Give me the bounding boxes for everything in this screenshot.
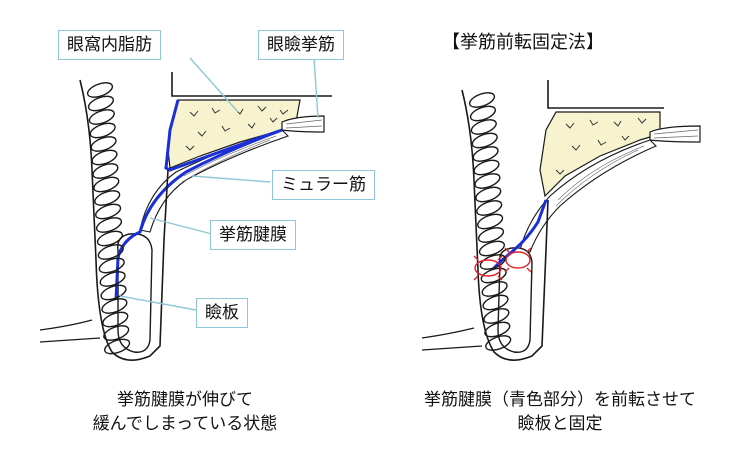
- right-caption-line-2: 瞼板と固定: [517, 414, 603, 434]
- leader-tarsus: [119, 295, 197, 311]
- orbicularis-loop: [100, 284, 127, 301]
- right-orbit-outline: [547, 80, 664, 109]
- orbicularis-loop: [473, 159, 500, 176]
- orbicularis-loop: [484, 321, 511, 338]
- orbicularis-loop: [468, 92, 496, 108]
- label-tarsus: 瞼板: [196, 298, 248, 328]
- leader-lines: [119, 57, 319, 311]
- orbicularis-loop: [101, 298, 128, 314]
- orbicularis-loop: [477, 213, 504, 230]
- orbicularis-loop: [95, 203, 122, 220]
- orbicularis-loop: [94, 190, 121, 206]
- orbicularis-loop: [104, 338, 131, 355]
- label-levator-aponeurosis: 挙筋腱膜: [210, 220, 296, 250]
- orbicularis-loop: [92, 163, 119, 179]
- orbicularis-loop: [477, 227, 505, 243]
- right-fat-texture: [555, 117, 647, 175]
- orbicularis-loop: [474, 173, 501, 189]
- orbicularis-loop: [98, 257, 125, 274]
- right-sutures: [473, 247, 532, 281]
- orbicularis-loop: [483, 308, 510, 324]
- right-orbicularis-loops: [468, 92, 512, 351]
- right-eyelid-diagram: [421, 80, 701, 361]
- orbicularis-loop: [469, 105, 496, 122]
- orbicularis-loop: [471, 132, 498, 149]
- orbicularis-loop: [475, 186, 502, 203]
- left-tarsus: [117, 233, 153, 353]
- right-caption-line-1: 挙筋腱膜（青色部分）を前転させて: [424, 390, 696, 410]
- right-levator-aponeurosis: [492, 199, 548, 270]
- orbicularis-loop: [485, 335, 512, 351]
- right-diagram-title: 【挙筋前転固定法】: [442, 32, 604, 53]
- orbicularis-loop: [102, 311, 129, 328]
- right-muller-muscle: [519, 139, 657, 253]
- right-skin-outline: [461, 89, 549, 361]
- orbicularis-loop: [481, 281, 508, 297]
- orbicularis-loop: [88, 109, 115, 125]
- left-eyelid-diagram: [39, 72, 332, 361]
- orbicularis-loop: [478, 240, 505, 257]
- orbicularis-loop: [91, 149, 118, 166]
- orbicularis-loop: [472, 146, 499, 162]
- left-caption-line-2: 緩んでしまっている状態: [92, 414, 278, 434]
- label-orbital-fat: 眼窩内脂肪: [58, 30, 161, 60]
- left-levator-aponeurosis: [114, 99, 283, 301]
- label-levator-muscle: 眼瞼挙筋: [258, 30, 344, 60]
- leader-aponeurosis: [149, 217, 213, 235]
- left-caption: 挙筋腱膜が伸びて 緩んでしまっている状態: [40, 388, 330, 436]
- leader-muller-muscle: [191, 175, 271, 183]
- orbicularis-loop: [90, 136, 117, 152]
- orbicularis-loop: [99, 271, 126, 287]
- orbicularis-loop: [479, 254, 506, 270]
- orbicularis-loop: [96, 230, 123, 247]
- right-orbital-fat: [539, 111, 661, 198]
- left-orbicularis-loops: [86, 82, 131, 355]
- leader-levator-muscle: [313, 57, 319, 119]
- orbicularis-loop: [482, 294, 509, 311]
- left-skin-outline: [79, 79, 169, 361]
- orbicularis-loop: [476, 200, 503, 216]
- orbicularis-loop: [89, 122, 116, 139]
- orbicularis-loop: [103, 325, 130, 341]
- orbicularis-loop: [95, 217, 123, 233]
- label-muller-muscle: ミュラー筋: [272, 170, 375, 200]
- orbicularis-loop: [97, 244, 124, 260]
- leader-orbital-fat: [189, 57, 239, 113]
- orbicularis-loop: [87, 95, 114, 112]
- left-orbit-outline: [171, 72, 332, 97]
- right-caption: 挙筋腱膜（青色部分）を前転させて 瞼板と固定: [370, 388, 750, 436]
- left-caption-line-1: 挙筋腱膜が伸びて: [117, 390, 253, 410]
- orbicularis-loop: [470, 119, 497, 135]
- orbicularis-loop: [93, 176, 120, 193]
- orbicularis-loop: [86, 82, 114, 98]
